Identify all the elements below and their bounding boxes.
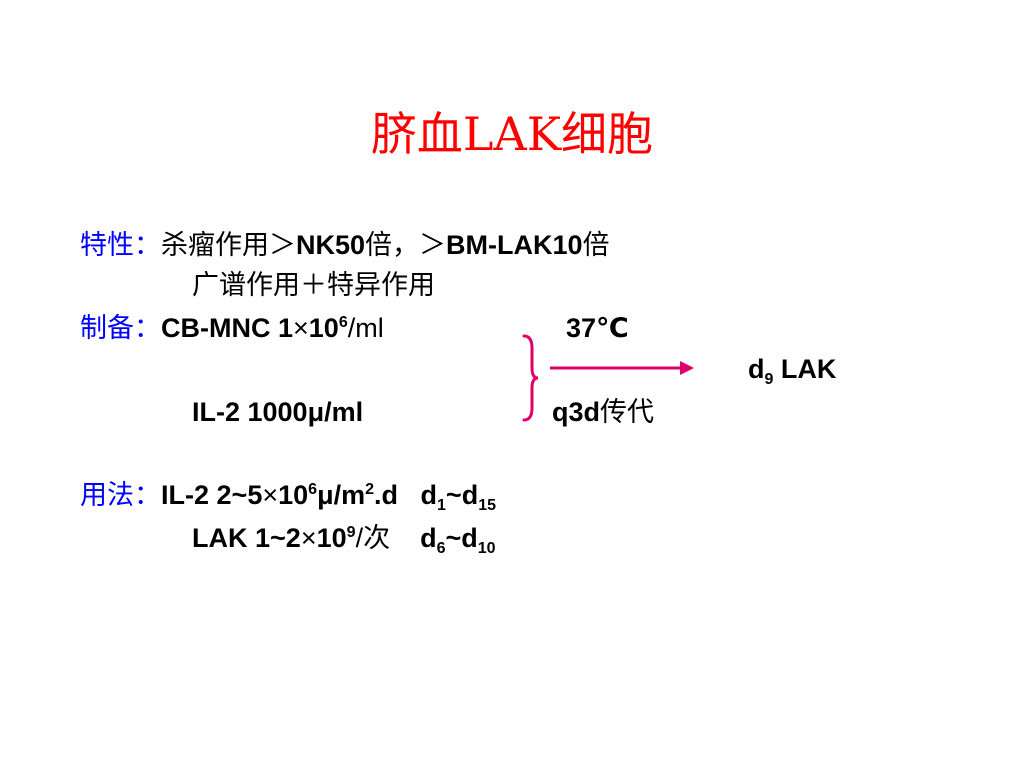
- properties-text-d: BM-LAK10: [446, 230, 583, 260]
- cells-text-a: CB-MNC 1: [161, 313, 293, 343]
- usage2-text-e: d: [390, 523, 437, 553]
- result-subscript: 9: [764, 371, 774, 388]
- passage-text: q3d传代: [552, 395, 654, 429]
- cells-text-b: 10: [308, 313, 339, 343]
- cells-exponent: 6: [338, 314, 348, 331]
- usage2-subscript-1: 6: [436, 540, 446, 557]
- result-text-b: LAK: [773, 354, 837, 384]
- result-text-a: d: [748, 354, 765, 384]
- properties-text-b: NK50: [296, 230, 366, 260]
- passage-text-b: 传代: [600, 397, 655, 427]
- usage1-text-c: 10: [278, 480, 309, 510]
- arrow-right-icon: [550, 361, 694, 375]
- usage1-tilde: ~: [231, 480, 248, 510]
- properties-text-a: 杀瘤作用＞: [161, 230, 296, 260]
- slide-title: 脐血LAK细胞: [370, 107, 654, 161]
- usage2-text-d: /: [355, 523, 364, 553]
- usage2-text-f: d: [461, 523, 478, 553]
- brace-icon: [522, 334, 539, 422]
- usage2-times: ×: [300, 523, 317, 553]
- usage1-text-e: .d d: [374, 480, 438, 510]
- preparation-line: 制备：CB-MNC 1×106/ml: [80, 311, 384, 345]
- usage2-tilde-2: ~: [445, 523, 462, 553]
- usage2-exponent: 9: [346, 524, 356, 541]
- cells-text-c: /ml: [347, 313, 384, 343]
- usage2-text-c: 10: [316, 523, 347, 553]
- properties-line-2: 广谱作用＋特异作用: [192, 270, 435, 300]
- times-symbol: ×: [293, 313, 309, 343]
- usage1-subscript-1: 1: [437, 497, 446, 514]
- usage1-times: ×: [262, 480, 279, 510]
- passage-text-a: q3d: [552, 397, 601, 427]
- usage2-cjk: 次: [363, 523, 391, 553]
- result-text: d9 LAK: [748, 352, 837, 388]
- properties-line-1: 特性：杀瘤作用＞NK50倍，＞BM-LAK10倍: [80, 228, 610, 262]
- usage2-tilde: ~: [270, 523, 286, 553]
- usage2-text-a: LAK 1: [192, 523, 271, 553]
- usage-label: 用法：: [80, 480, 161, 510]
- usage2-subscript-2: 10: [477, 540, 496, 557]
- usage1-subscript-2: 15: [478, 497, 496, 514]
- usage1-text-b: 5: [247, 480, 263, 510]
- il2-dose: IL-2 1000μ/ml: [192, 397, 364, 427]
- usage1-tilde-2: ~: [445, 480, 462, 510]
- properties-text-e: 倍: [582, 230, 610, 260]
- usage1-exponent-2: 2: [365, 481, 375, 498]
- usage1-text-a: IL-2 2: [161, 480, 232, 510]
- preparation-label: 制备：: [80, 313, 161, 343]
- usage1-text-d: μ/m: [317, 480, 366, 510]
- usage1-exponent: 6: [308, 481, 318, 498]
- usage2-text-b: 2: [285, 523, 301, 553]
- temperature: 37℃: [566, 313, 629, 343]
- properties-label: 特性：: [80, 230, 161, 260]
- usage1-text-f: d: [461, 480, 479, 510]
- usage-line-1: 用法：IL-2 2~5×106μ/m2.d d1~d15: [80, 478, 496, 514]
- usage-line-2: LAK 1~2×109/次 d6~d10: [192, 521, 496, 557]
- properties-text-c: 倍，＞: [365, 230, 447, 260]
